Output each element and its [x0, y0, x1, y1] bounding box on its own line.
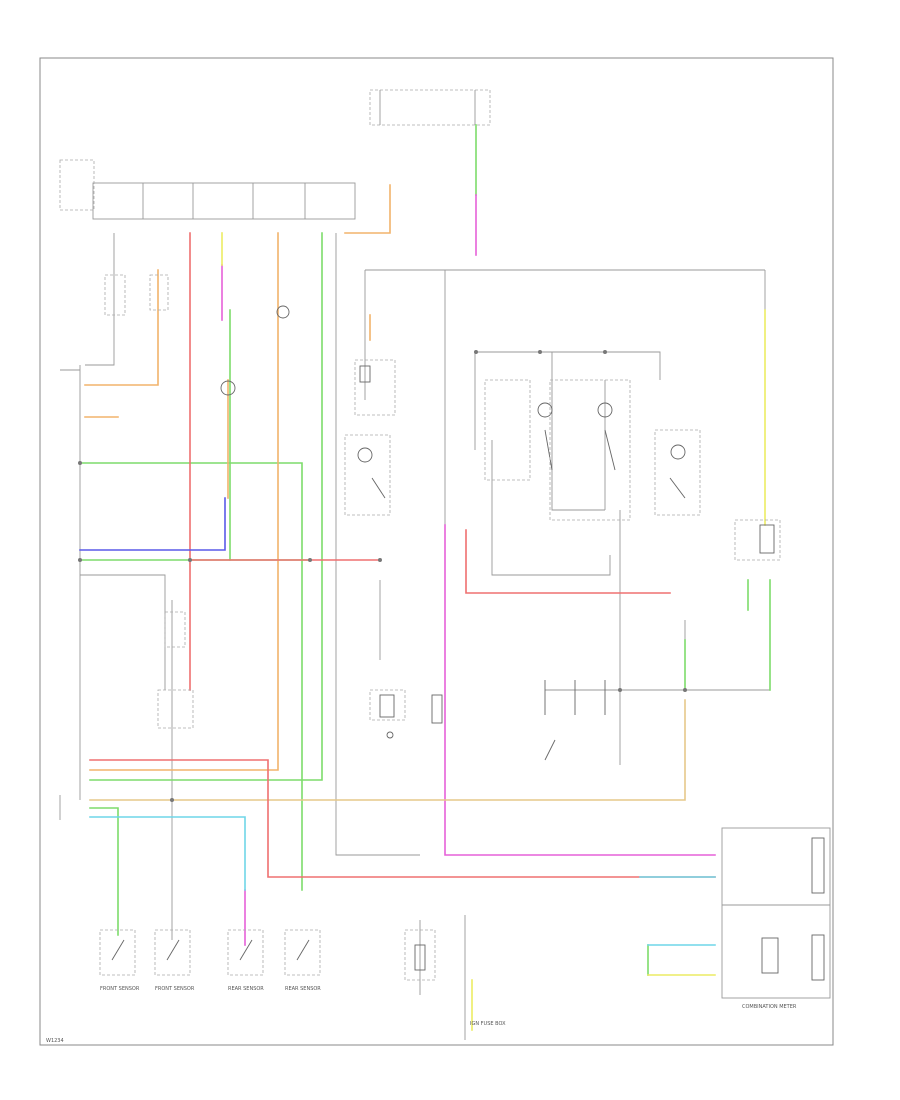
center-lower-switch	[544, 680, 606, 761]
connector-right	[734, 519, 781, 561]
blue-wire	[79, 497, 226, 551]
label-lr-sensor: REAR SENSOR	[228, 986, 264, 992]
fuse-box-component	[404, 929, 436, 981]
red-wire-bottom	[89, 759, 716, 878]
sensor-lf	[99, 929, 136, 976]
green-wire-mid	[79, 462, 303, 891]
label-fuse-box: IGN FUSE BOX	[470, 1021, 506, 1027]
green-wire-bottom	[89, 807, 119, 936]
green-wire-main	[89, 232, 323, 781]
top-control-unit	[92, 182, 356, 220]
left-switch	[104, 274, 290, 319]
tan-wire-bottom	[89, 699, 686, 801]
orange-wire-left	[84, 269, 159, 386]
top-fuse-relay	[369, 89, 491, 126]
magenta-wire-b	[444, 524, 716, 856]
sensor-rr	[284, 929, 321, 976]
motor-center-a	[537, 402, 553, 471]
relay-center	[484, 379, 631, 521]
diagram-frame	[39, 57, 834, 1046]
left-control-module	[157, 611, 194, 729]
label-rf-sensor: FRONT SENSOR	[155, 986, 195, 992]
orange-wire-long	[89, 232, 279, 771]
center-lower-module	[369, 689, 443, 739]
corner-code: W1234	[46, 1038, 64, 1044]
motor-right	[654, 429, 701, 516]
label-combination-meter: COMBINATION METER	[742, 1004, 797, 1010]
label-lf-sensor: FRONT SENSOR	[100, 986, 140, 992]
sensor-lr	[227, 929, 264, 976]
red-wire-right	[465, 529, 671, 594]
left-motor	[220, 380, 236, 396]
relay-left	[354, 359, 396, 416]
combination-meter-box	[721, 827, 831, 999]
motor-center-b	[597, 402, 616, 471]
orange-wire-top	[344, 184, 391, 234]
ground-lines	[59, 233, 770, 1040]
junction-nodes	[78, 350, 687, 802]
cyan-wire-left	[89, 816, 246, 891]
label-rr-sensor: REAR SENSOR	[285, 986, 321, 992]
motor-center-left	[344, 434, 391, 516]
left-connector-block	[59, 159, 95, 211]
sensor-rf	[154, 929, 191, 976]
